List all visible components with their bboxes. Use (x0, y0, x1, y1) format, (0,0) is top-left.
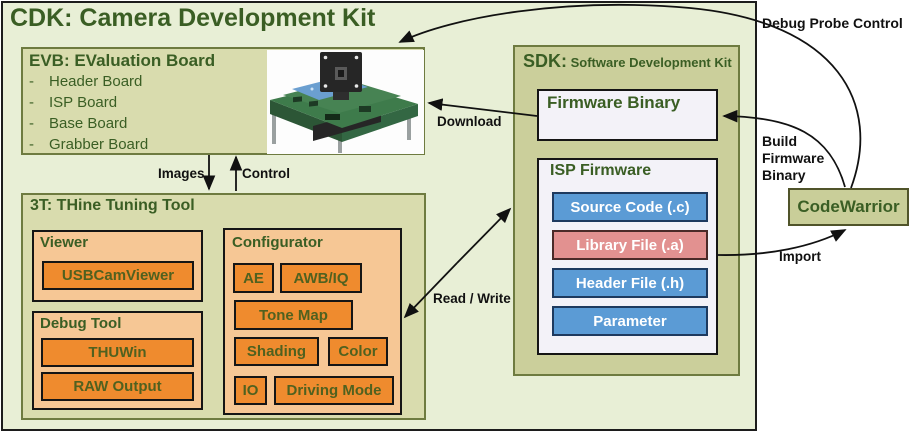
tuning-tool-title: 3T: THine Tuning Tool (30, 197, 195, 214)
sdk-title: SDK: Software Development Kit (523, 51, 732, 72)
awb-iq-button: AWB/IQ (280, 263, 362, 293)
bullet: - (29, 115, 34, 132)
parameter-button: Parameter (552, 306, 708, 336)
evb-board-photo (267, 50, 424, 154)
ae-button: AE (233, 263, 274, 293)
evb-board-illustration (270, 52, 418, 153)
control-label: Control (242, 166, 290, 181)
evb-board-list: -Header Board -ISP Board -Base Board -Gr… (29, 71, 259, 155)
shading-button: Shading (234, 337, 319, 366)
list-item: -ISP Board (29, 92, 259, 113)
firmware-binary-title: Firmware Binary (547, 93, 681, 112)
list-item-label: Header Board (49, 73, 143, 90)
raw-output-button: RAW Output (41, 372, 194, 401)
source-code-button: Source Code (.c) (552, 192, 708, 222)
list-item-label: ISP Board (49, 94, 118, 111)
import-label: Import (779, 249, 821, 264)
list-item-label: Base Board (49, 115, 128, 132)
download-label: Download (437, 114, 502, 129)
header-file-button: Header File (.h) (552, 268, 708, 298)
isp-firmware-title: ISP Firmware (550, 162, 652, 179)
list-item: -Grabber Board (29, 134, 259, 155)
cdk-title: CDK: Camera Development Kit (10, 4, 376, 32)
list-item-label: Grabber Board (49, 136, 149, 153)
bullet: - (29, 94, 34, 111)
color-button: Color (328, 337, 388, 366)
list-item: -Header Board (29, 71, 259, 92)
build-label-line2: Firmware (762, 150, 825, 166)
usbcamviewer-button: USBCamViewer (42, 261, 194, 290)
evb-title: EVB: EValuation Board (29, 51, 216, 70)
viewer-title: Viewer (40, 234, 89, 251)
list-item: -Base Board (29, 113, 259, 134)
tone-map-button: Tone Map (234, 300, 353, 330)
thuwin-button: THUWin (41, 338, 194, 367)
build-label-line3: Binary (762, 167, 806, 183)
debug-tool-title: Debug Tool (40, 315, 122, 332)
library-file-button: Library File (.a) (552, 230, 708, 260)
build-firmware-binary-label: Build Firmware Binary (762, 133, 824, 184)
bullet: - (29, 136, 34, 153)
sdk-title-acronym: SDK: (523, 51, 567, 71)
sdk-title-rest: Software Development Kit (567, 55, 732, 70)
debug-probe-control-label: Debug Probe Control (762, 15, 903, 31)
images-label: Images (158, 166, 205, 181)
read-write-label: Read / Write (433, 291, 511, 306)
configurator-title: Configurator (232, 234, 323, 251)
driving-mode-button: Driving Mode (274, 376, 394, 405)
bullet: - (29, 73, 34, 90)
io-button: IO (234, 376, 267, 405)
build-label-line1: Build (762, 133, 797, 149)
codewarrior-box: CodeWarrior (788, 188, 909, 226)
